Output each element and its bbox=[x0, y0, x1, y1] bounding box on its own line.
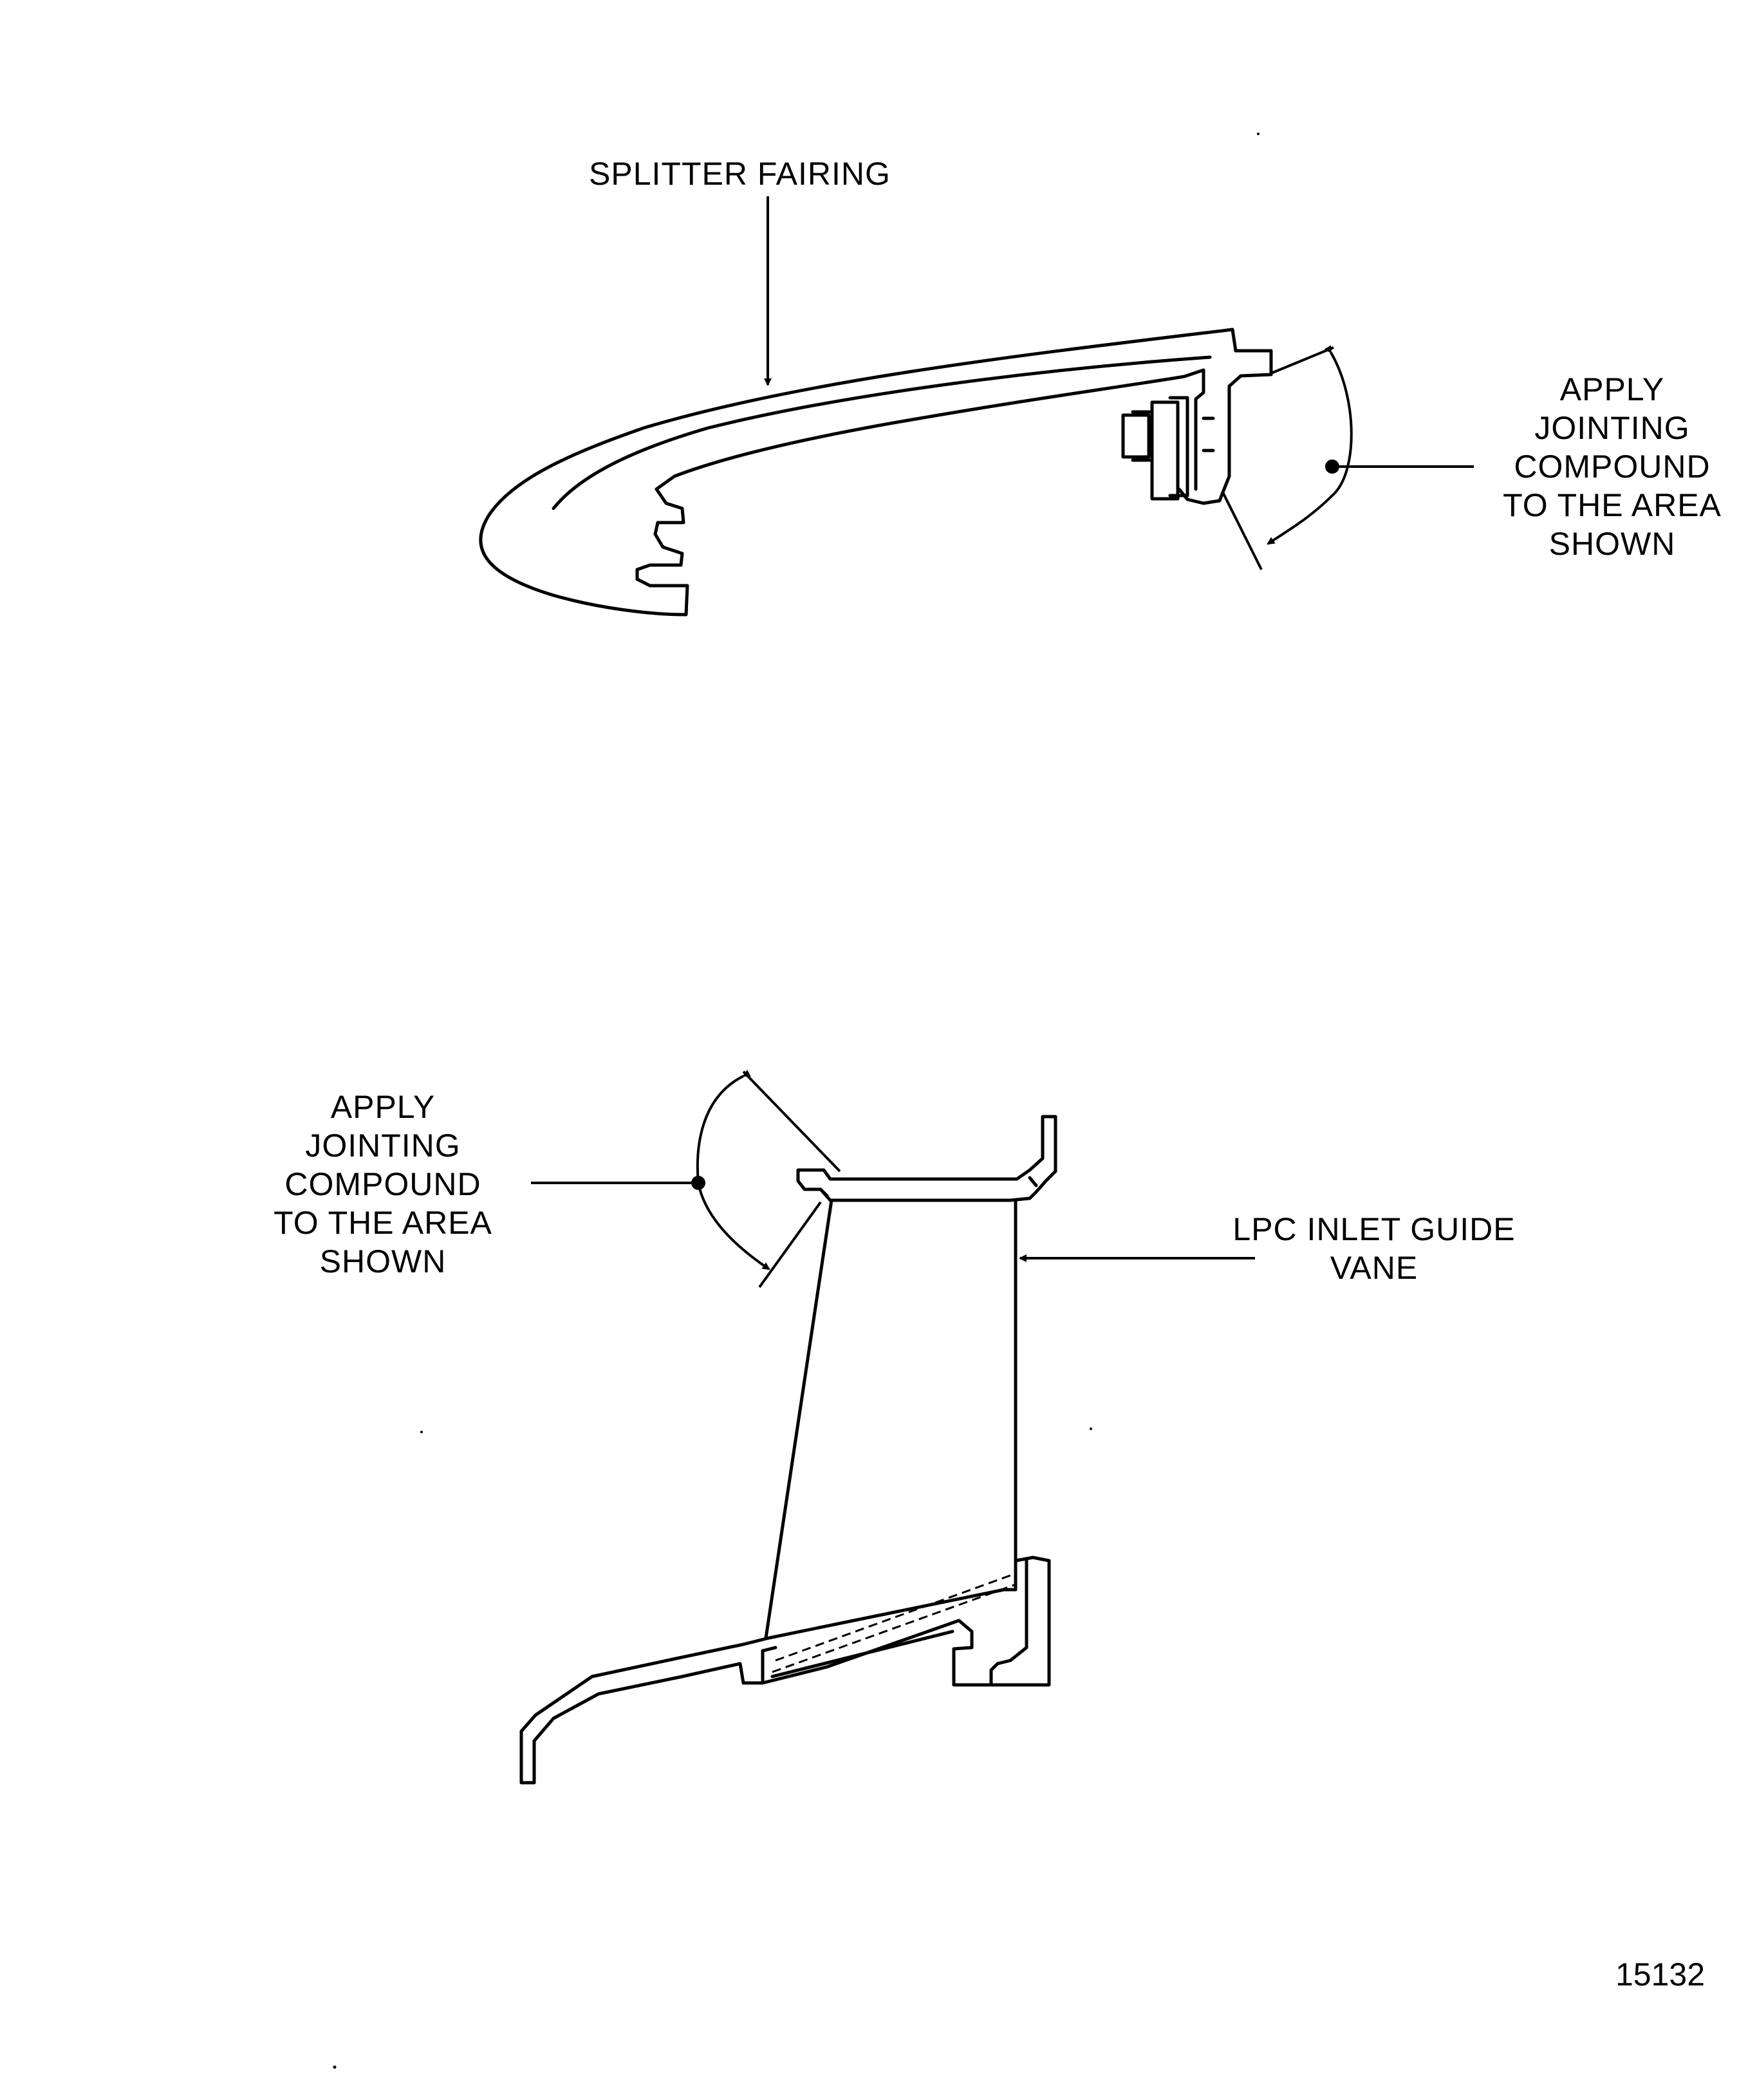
top-compound-area-indicator bbox=[1222, 345, 1474, 570]
bottom-compound-note: APPLY JOINTING COMPOUND TO THE AREA SHOW… bbox=[274, 1089, 492, 1279]
scan-specks bbox=[333, 133, 1260, 2069]
vane-hidden-lines bbox=[772, 1572, 1016, 1673]
top-compound-note: APPLY JOINTING COMPOUND TO THE AREA SHOW… bbox=[1503, 371, 1722, 562]
splitter-fairing-label: SPLITTER FAIRING bbox=[589, 156, 891, 192]
splitter-fairing-part bbox=[479, 328, 1273, 617]
lpc-inlet-guide-vane-part bbox=[519, 1115, 1057, 1785]
lpc-inlet-guide-vane-label: LPC INLET GUIDE VANE bbox=[1232, 1211, 1516, 1286]
figure-number: 15132 bbox=[1615, 1956, 1706, 1993]
bottom-compound-area-indicator bbox=[531, 1070, 841, 1288]
